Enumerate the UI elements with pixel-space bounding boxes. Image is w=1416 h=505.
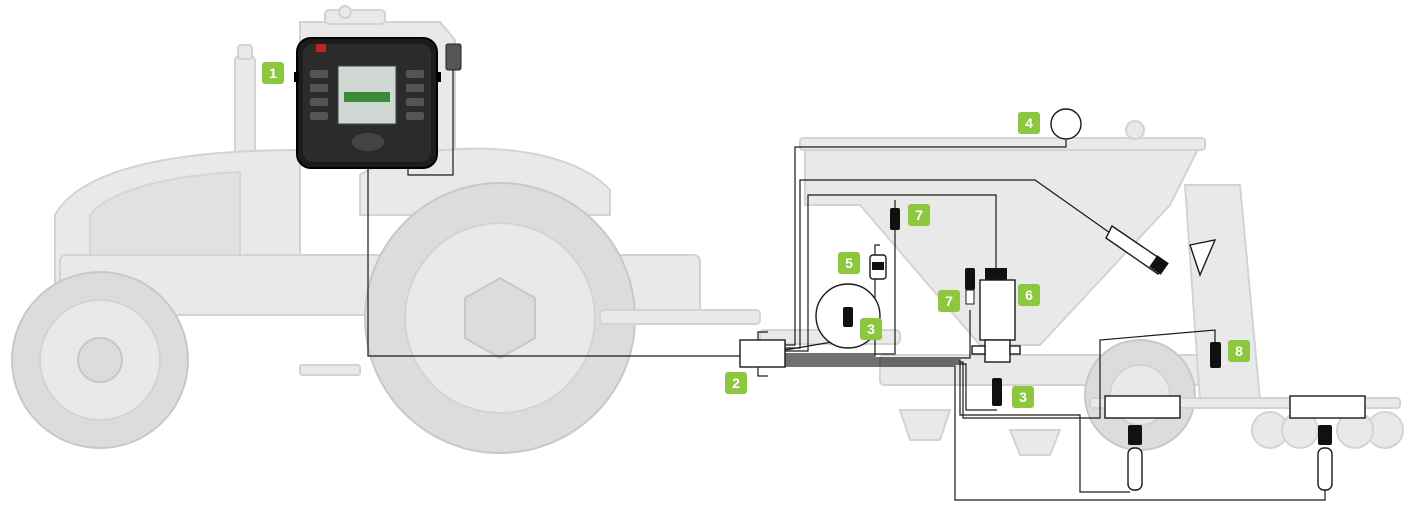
badge-hopper-level: 4 (1018, 112, 1040, 134)
badge-lift-sensor: 8 (1228, 340, 1250, 362)
junction-box (739, 331, 786, 377)
wiring-harness (367, 68, 1326, 501)
control-console (294, 37, 441, 169)
speed-sensor-metering (992, 378, 1002, 406)
badge-sensor-left-of-motor: 7 (938, 290, 960, 312)
badge-speed-sensor-wheel: 3 (860, 318, 882, 340)
tractor-illustration (11, 5, 761, 454)
badge-metering-motor: 6 (1018, 284, 1040, 306)
svg-text:8: 8 (1235, 343, 1243, 359)
svg-text:7: 7 (915, 207, 923, 223)
lift-sensor (1210, 342, 1221, 368)
svg-text:3: 3 (867, 321, 875, 337)
svg-text:1: 1 (269, 65, 277, 81)
svg-text:5: 5 (845, 255, 853, 271)
badge-junction-box: 2 (725, 372, 747, 394)
svg-text:6: 6 (1025, 287, 1033, 303)
svg-text:2: 2 (732, 375, 740, 391)
seed-tube-sensor-right (1289, 395, 1366, 491)
svg-text:4: 4 (1025, 115, 1033, 131)
badge-pressure-sensor: 5 (838, 252, 860, 274)
air-hose-sensor (1105, 224, 1217, 277)
sensor-upper (890, 200, 900, 230)
svg-text:7: 7 (945, 293, 953, 309)
hopper-level-sensor (1050, 108, 1082, 140)
badge-sensor-upper: 7 (908, 204, 930, 226)
metering-motor (971, 268, 1021, 363)
gps-receiver (445, 43, 462, 71)
sensor-left-of-motor (965, 268, 975, 305)
svg-text:3: 3 (1019, 389, 1027, 405)
badge-console: 1 (262, 62, 284, 84)
pressure-sensor (869, 254, 887, 280)
badge-speed-sensor-metering: 3 (1012, 386, 1034, 408)
seed-tube-sensor-left (1104, 395, 1181, 491)
